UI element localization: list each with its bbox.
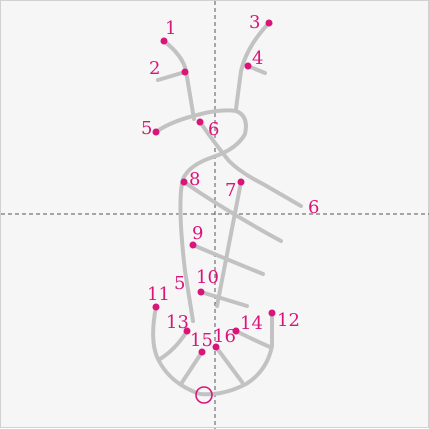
start-dot-10 xyxy=(197,288,205,296)
stroke-13 xyxy=(158,329,189,361)
start-dot-11 xyxy=(152,303,160,311)
stroke-8 xyxy=(182,180,283,243)
stroke-number: 4 xyxy=(252,48,263,69)
stroke-1 xyxy=(162,39,196,121)
stroke-number: 5 xyxy=(141,118,152,139)
stroke-number: 7 xyxy=(225,180,236,201)
stroke-number: 13 xyxy=(166,312,189,333)
start-dot-1 xyxy=(160,37,168,45)
stroke-number: 14 xyxy=(240,313,263,334)
stroke-number: 5 xyxy=(174,273,185,294)
character-strokes xyxy=(151,21,303,397)
stroke-3 xyxy=(234,21,271,111)
start-dot-6 xyxy=(196,118,204,126)
start-dot-5 xyxy=(152,128,160,136)
stroke-number: 16 xyxy=(213,326,236,347)
start-dot-9 xyxy=(189,241,197,249)
stroke-number: 8 xyxy=(189,169,200,190)
stroke-number: 12 xyxy=(277,310,300,331)
stroke-number: 15 xyxy=(190,330,213,351)
stroke-number: 2 xyxy=(149,58,160,79)
stroke-9 xyxy=(191,243,265,276)
start-dot-16 xyxy=(212,343,220,351)
stroke-2 xyxy=(156,70,187,82)
end-circle-marker xyxy=(195,386,213,404)
start-dot-4 xyxy=(244,62,252,70)
start-dot-8 xyxy=(180,178,188,186)
stroke-number: 10 xyxy=(196,267,219,288)
stroke-start-dots xyxy=(152,19,276,356)
start-dot-12 xyxy=(268,309,276,317)
stroke-number: 6 xyxy=(208,119,219,140)
stroke-16 xyxy=(214,345,244,384)
start-dot-3 xyxy=(265,19,273,27)
stroke-10 xyxy=(199,290,249,308)
start-dot-14 xyxy=(232,327,240,335)
start-dot-15 xyxy=(198,348,206,356)
stroke-number: 1 xyxy=(165,18,176,39)
stroke-11-12 xyxy=(151,305,274,397)
start-dot-13 xyxy=(183,327,191,335)
stroke-number: 6 xyxy=(308,197,319,218)
stroke-numbers: 1 2 3 4 5 6 6 7 8 9 10 5 11 12 13 14 15 … xyxy=(141,12,319,351)
stroke-number: 9 xyxy=(192,223,203,244)
start-dot-2 xyxy=(181,68,189,76)
stroke-7 xyxy=(215,180,243,308)
stroke-6 xyxy=(198,120,303,208)
stroke-14 xyxy=(234,329,272,349)
stroke-15 xyxy=(179,350,204,386)
stroke-number: 11 xyxy=(147,284,170,305)
stroke-5 xyxy=(154,108,248,323)
start-dot-7 xyxy=(237,178,245,186)
stroke-number: 3 xyxy=(249,12,260,33)
